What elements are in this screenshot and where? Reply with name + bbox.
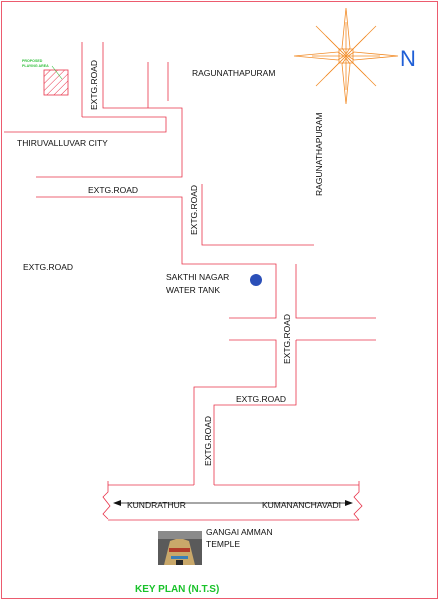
extg-road-vertical-2-label: EXTG.ROAD [189,185,199,235]
extg-road-horizontal-1-label: EXTG.ROAD [88,185,138,195]
thiruvalluvar-city-label: THIRUVALLUVAR CITY [17,138,108,148]
road-direction-arrows [113,500,353,506]
water-tank-marker [250,274,262,286]
extg-road-top-vertical-label: EXTG.ROAD [89,60,99,110]
kumananchavadi-label: KUMANANCHAVADI [262,500,341,510]
north-indicator: N [400,46,416,71]
proposed-area-label-line1: PROPOSED [22,59,43,63]
proposed-area-leader [51,65,63,80]
road-network [4,42,376,521]
extg-road-left-label: EXTG.ROAD [23,262,73,272]
compass-rose [293,7,399,105]
proposed-area-label-line2: PLAYING AREA [22,64,49,68]
extg-road-vertical-4-label: EXTG.ROAD [203,416,213,466]
water-tank-label-line1: SAKTHI NAGAR [166,272,229,282]
proposed-playing-area [43,69,69,96]
ragunathapuram-horizontal-label: RAGUNATHAPURAM [192,68,275,78]
extg-road-vertical-3-label: EXTG.ROAD [282,314,292,364]
temple-label-line1: GANGAI AMMAN [206,527,273,537]
ragunathapuram-vertical-label: RAGUNATHAPURAM [314,113,324,196]
key-plan-title: KEY PLAN (N.T.S) [135,584,219,595]
water-tank-label-line2: WATER TANK [166,285,220,295]
kundrathur-label: KUNDRATHUR [127,500,186,510]
extg-road-horizontal-2-label: EXTG.ROAD [236,394,286,404]
gangai-amman-temple-photo [158,531,202,565]
temple-label-line2: TEMPLE [206,539,240,549]
